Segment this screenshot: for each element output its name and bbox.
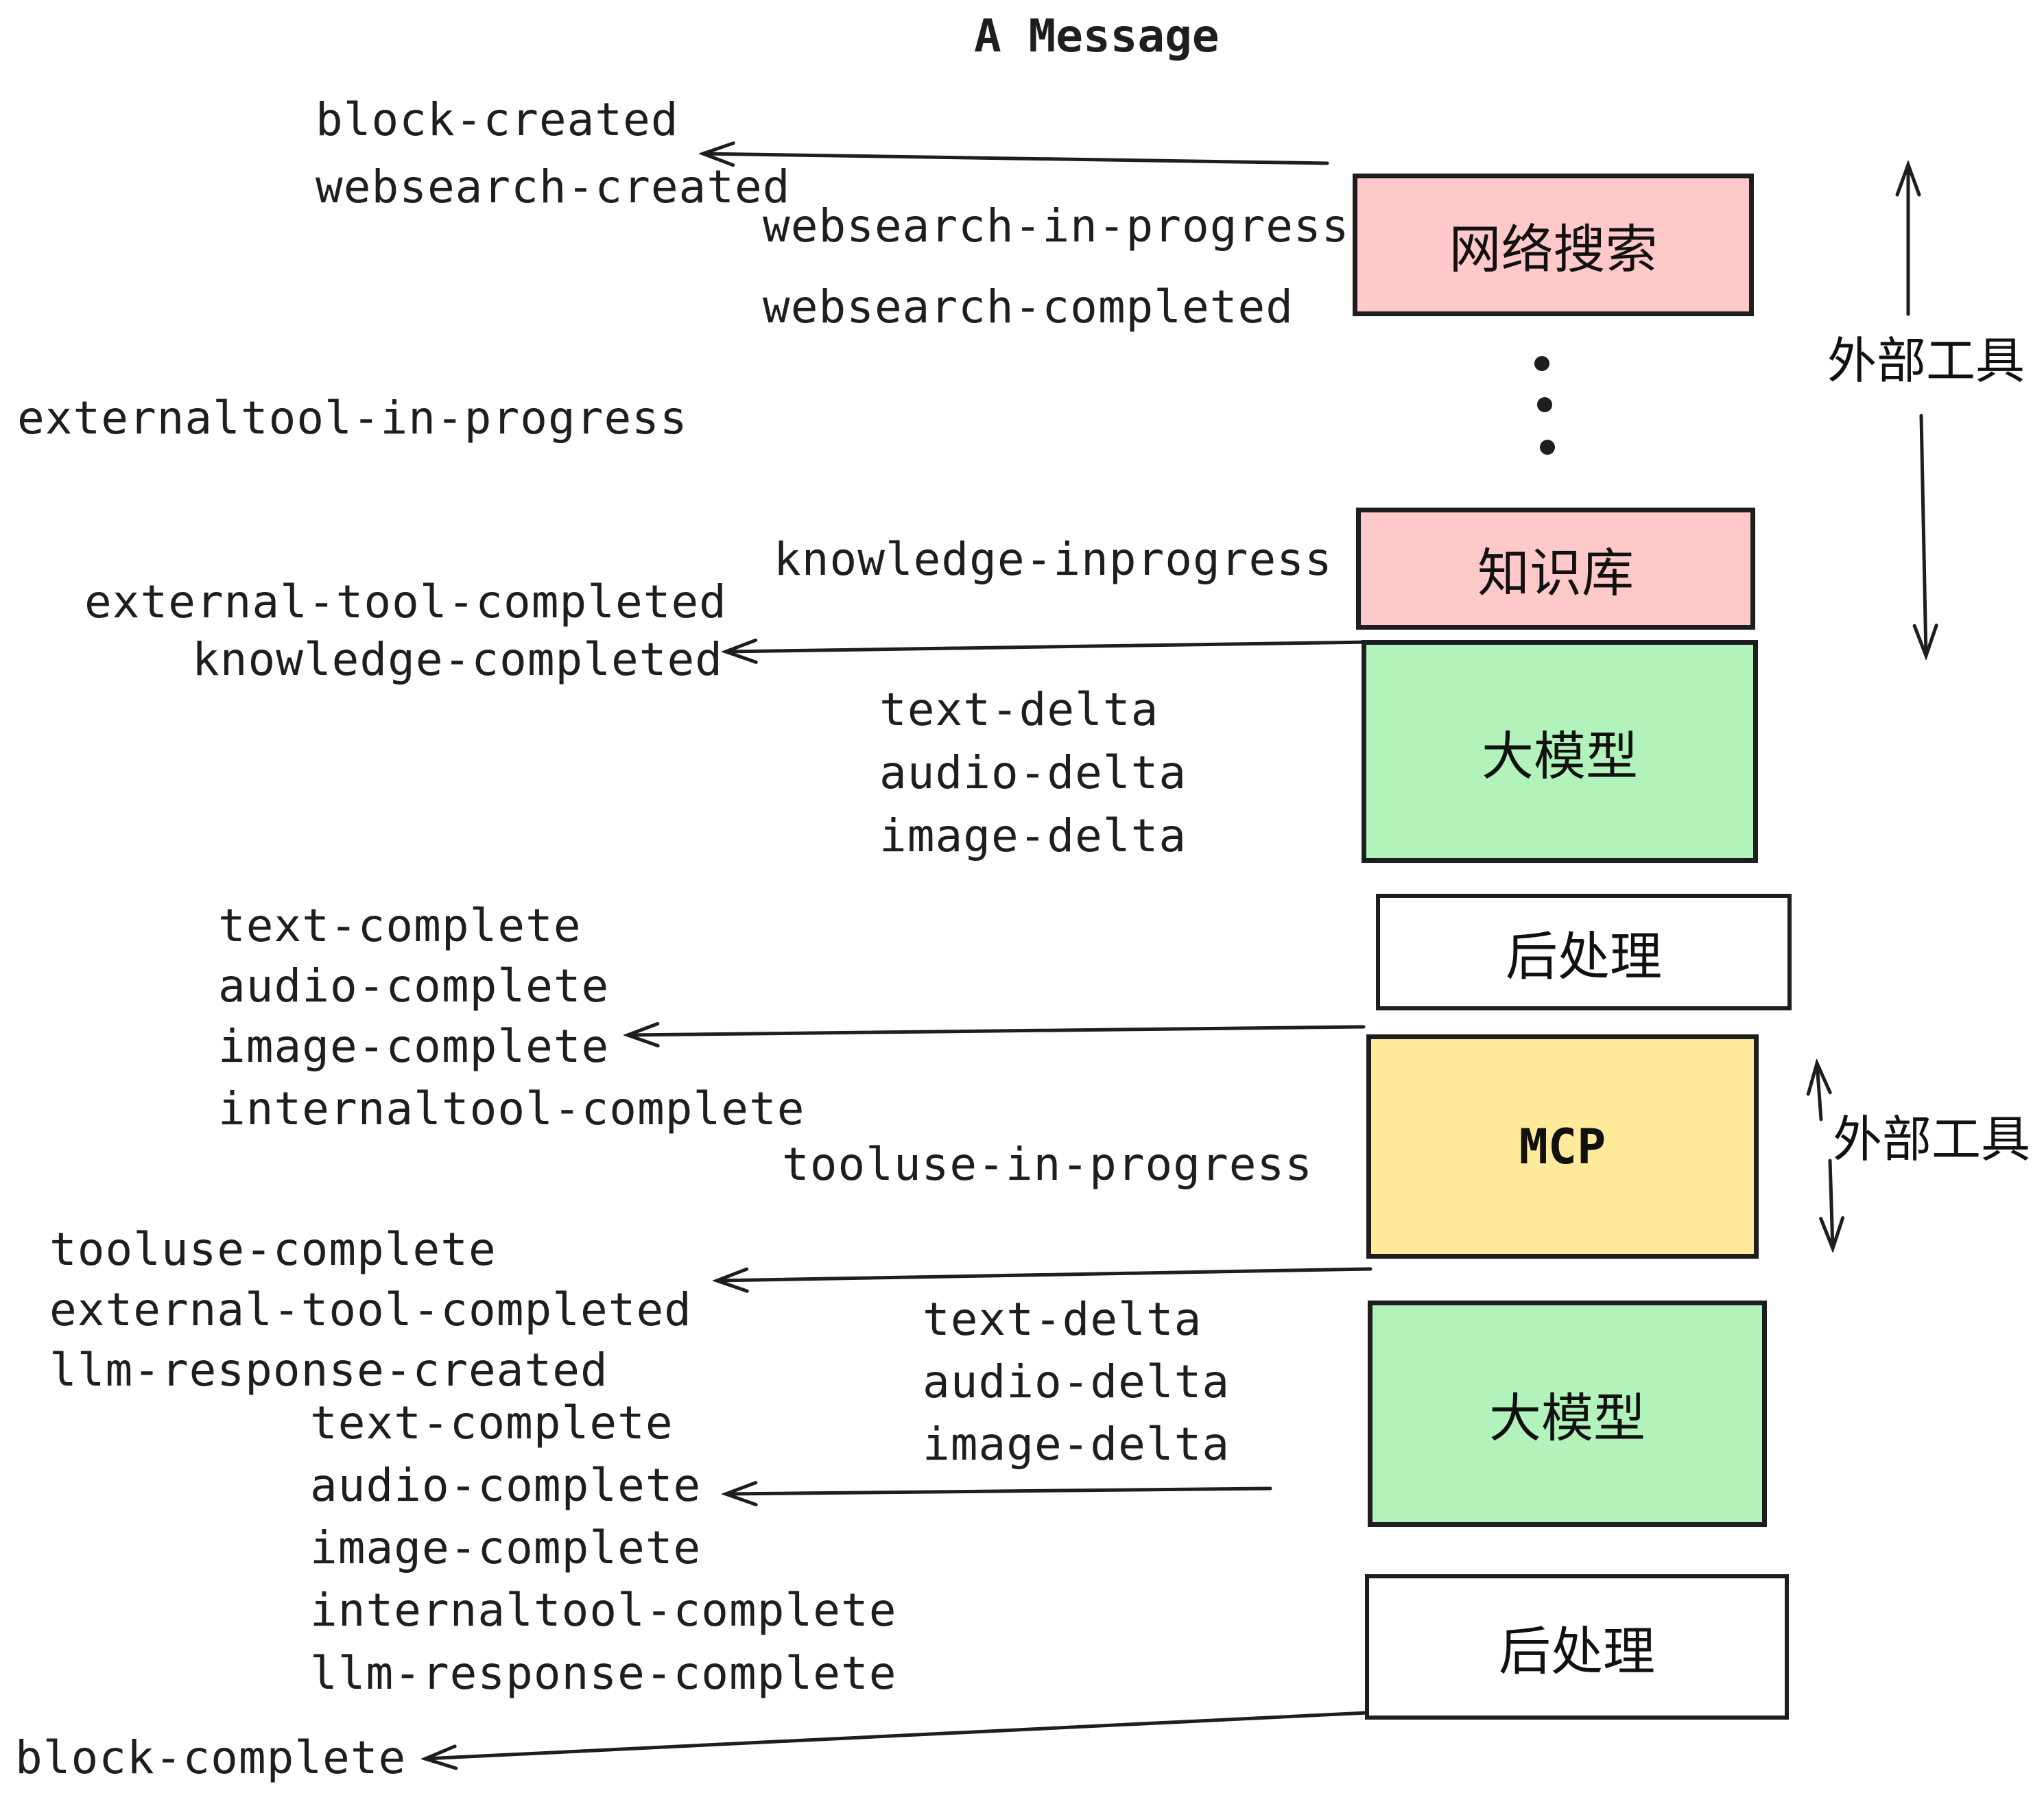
event-label-text-complete-1: text-complete — [218, 899, 582, 952]
event-label-knowledge-inprogress: knowledge-inprogress — [774, 533, 1333, 586]
box-websearch-label: 网络搜索 — [1449, 221, 1658, 279]
external-tool-down-arrow-1 — [1921, 414, 1926, 656]
box-postprocess-1: 后处理 — [1376, 894, 1792, 1010]
box-postprocess-2-label: 后处理 — [1499, 1623, 1655, 1681]
box-llm-2: 大模型 — [1368, 1301, 1767, 1527]
event-label-image-complete-2: image-complete — [310, 1521, 702, 1574]
event-label-block-created: block-created — [316, 93, 679, 146]
event-label-internaltool-complete-2: internaltool-complete — [310, 1584, 897, 1637]
event-label-audio-delta-1: audio-delta — [879, 746, 1187, 799]
box-postprocess-2: 后处理 — [1365, 1574, 1789, 1720]
event-label-llm-response-created: llm-response-created — [49, 1344, 608, 1397]
box-llm-2-label: 大模型 — [1489, 1390, 1645, 1448]
arrow-to-tooluse-complete — [717, 1267, 1372, 1281]
arrow-to-audio-complete — [726, 1488, 1272, 1494]
arrow-to-block-complete — [425, 1711, 1369, 1759]
event-label-audio-delta-2: audio-delta — [923, 1355, 1231, 1408]
external-tool-down-arrow-2 — [1830, 1159, 1833, 1248]
event-label-block-complete: block-complete — [15, 1731, 407, 1784]
event-label-audio-complete-1: audio-complete — [218, 960, 610, 1012]
event-label-audio-complete-2: audio-complete — [310, 1459, 702, 1512]
event-label-websearch-created: websearch-created — [316, 161, 791, 213]
event-label-websearch-completed: websearch-completed — [763, 281, 1294, 333]
event-label-text-delta-2: text-delta — [923, 1293, 1202, 1346]
event-label-image-complete-1: image-complete — [218, 1020, 610, 1073]
box-mcp-label: MCP — [1519, 1118, 1606, 1175]
event-label-text-complete-2: text-complete — [310, 1397, 674, 1449]
arrow-to-image-complete — [628, 1027, 1366, 1035]
box-knowledge-base-label: 知识库 — [1477, 545, 1634, 603]
diagram-title: A Message — [974, 10, 1220, 62]
box-knowledge-base: 知识库 — [1356, 508, 1755, 630]
event-label-tooluse-in-progress: tooluse-in-progress — [782, 1138, 1313, 1191]
arrow-to-block-created — [703, 154, 1329, 163]
box-llm-1: 大模型 — [1362, 640, 1758, 863]
event-label-external-tool-completed-2: external-tool-completed — [49, 1283, 692, 1336]
event-label-internaltool-complete-1: internaltool-complete — [218, 1082, 805, 1135]
event-label-externaltool-in-progress: externaltool-in-progress — [17, 392, 688, 444]
box-mcp: MCP — [1366, 1034, 1759, 1259]
event-label-knowledge-completed: knowledge-completed — [192, 633, 723, 686]
event-label-image-delta-2: image-delta — [923, 1418, 1231, 1471]
ellipsis-icon — [1534, 356, 1555, 455]
box-websearch: 网络搜索 — [1353, 174, 1754, 316]
event-label-image-delta-1: image-delta — [879, 809, 1187, 862]
event-label-websearch-in-progress: websearch-in-progress — [763, 200, 1350, 252]
external-tool-up-arrow-2 — [1817, 1063, 1821, 1121]
event-label-tooluse-complete: tooluse-complete — [49, 1223, 497, 1276]
box-llm-1-label: 大模型 — [1482, 727, 1638, 786]
event-label-external-tool-completed: external-tool-completed — [84, 575, 727, 628]
box-postprocess-1-label: 后处理 — [1506, 928, 1662, 986]
event-label-llm-response-complete: llm-response-complete — [310, 1647, 897, 1700]
arrow-to-knowledge-completed — [726, 642, 1372, 652]
external-tools-annotation-1: 外部工具 — [1827, 334, 2025, 389]
external-tools-annotation-2: 外部工具 — [1833, 1113, 2031, 1167]
event-label-text-delta-1: text-delta — [879, 683, 1159, 736]
